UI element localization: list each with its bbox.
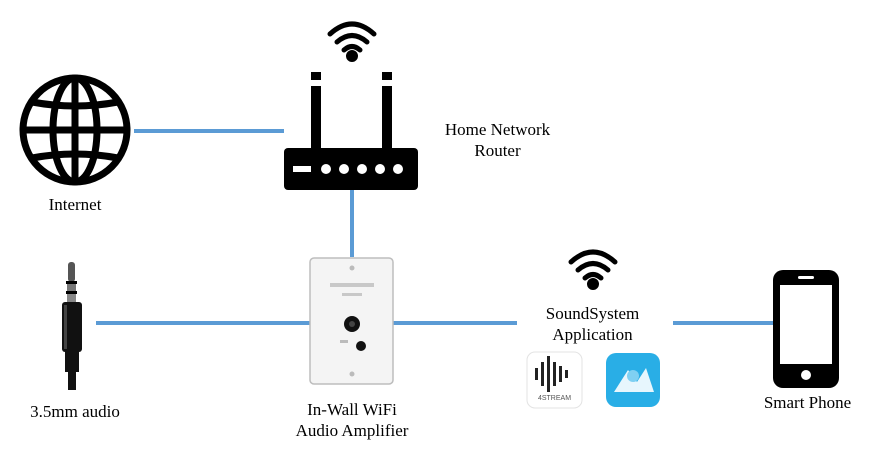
app-label-line2: Application	[552, 325, 633, 344]
audio-jack-label: 3.5mm audio	[30, 402, 120, 421]
connectors	[96, 129, 773, 325]
blue-app-icon	[606, 353, 660, 407]
router-label: Home Network Router	[430, 119, 565, 161]
amplifier-label-line2: Audio Amplifier	[295, 421, 409, 440]
4stream-app-label: 4STREAM	[537, 395, 572, 402]
amplifier-label-line1: In-Wall WiFi	[307, 400, 397, 419]
phone-label: Smart Phone	[763, 393, 852, 412]
audio-jack-icon	[62, 262, 82, 390]
app-label-line1: SoundSystem	[545, 304, 640, 323]
wall-plate-icon	[309, 257, 394, 385]
internet-label: Internet	[48, 195, 102, 214]
smartphone-icon	[773, 270, 839, 388]
router-icon	[284, 72, 418, 190]
wifi-icon	[327, 21, 377, 62]
wifi-icon-app	[568, 249, 618, 290]
amplifier-label: In-Wall WiFi Audio Amplifier	[282, 399, 422, 441]
app-label: SoundSystem Application	[530, 303, 655, 345]
router-label-line1: Home Network	[444, 120, 551, 139]
4stream-app-icon	[526, 351, 583, 409]
router-label-line2: Router	[474, 141, 521, 160]
globe-icon	[19, 74, 131, 186]
